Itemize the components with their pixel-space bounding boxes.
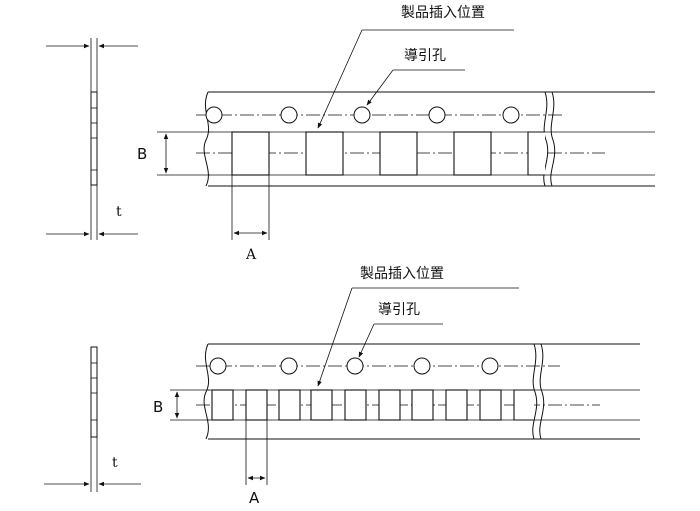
guide-hole [353,106,371,124]
top-tape-diagram: t [46,5,655,263]
bottom-pockets [211,389,534,421]
bottom-side-view: t [44,346,141,492]
product-pocket [479,389,502,421]
top-pockets [231,131,545,176]
product-pocket [379,131,418,176]
guide-hole [413,357,431,375]
bottom-dim-B-label: B [153,398,163,416]
product-pocket [245,389,268,421]
top-side-view: t [46,38,138,240]
top-dim-t-label: t [116,204,122,220]
product-pocket [378,389,401,421]
guide-hole [428,106,446,124]
bottom-dim-A-label: A [249,489,260,507]
top-callouts: 製品插入位置 導引孔 [317,5,514,129]
bottom-guide-hole-label: 導引孔 [378,302,420,318]
bottom-callouts: 製品插入位置 導引孔 [317,266,519,387]
product-pocket [278,389,301,421]
bottom-guide-holes [209,357,499,375]
bottom-dim-B: B [153,389,210,421]
product-pocket [211,389,234,421]
guide-hole [280,357,298,375]
product-pocket [411,389,434,421]
top-dim-A: A [231,175,270,263]
product-pocket [305,131,344,176]
product-pocket [231,131,270,176]
top-dim-A-label: A [245,247,257,263]
guide-hole [280,106,298,124]
product-pocket [310,389,333,421]
product-pocket [453,131,492,176]
guide-hole [346,357,364,375]
top-dim-B-label: B [137,145,147,163]
guide-hole [502,106,520,124]
bottom-dim-t-label: t [112,455,118,471]
guide-hole [209,357,227,375]
top-guide-holes [205,106,520,124]
product-pocket-partial [513,389,534,421]
product-pocket-partial [527,131,545,176]
guide-hole [205,106,223,124]
top-guide-hole-label: 導引孔 [404,48,446,64]
guide-hole [481,357,499,375]
product-pocket [344,389,367,421]
bottom-product-position-label: 製品插入位置 [360,266,444,282]
top-product-position-label: 製品插入位置 [401,5,485,21]
top-dim-B: B [137,131,210,176]
product-pocket [445,389,468,421]
bottom-dim-A: A [245,420,268,507]
bottom-tape-diagram: t [44,266,640,507]
